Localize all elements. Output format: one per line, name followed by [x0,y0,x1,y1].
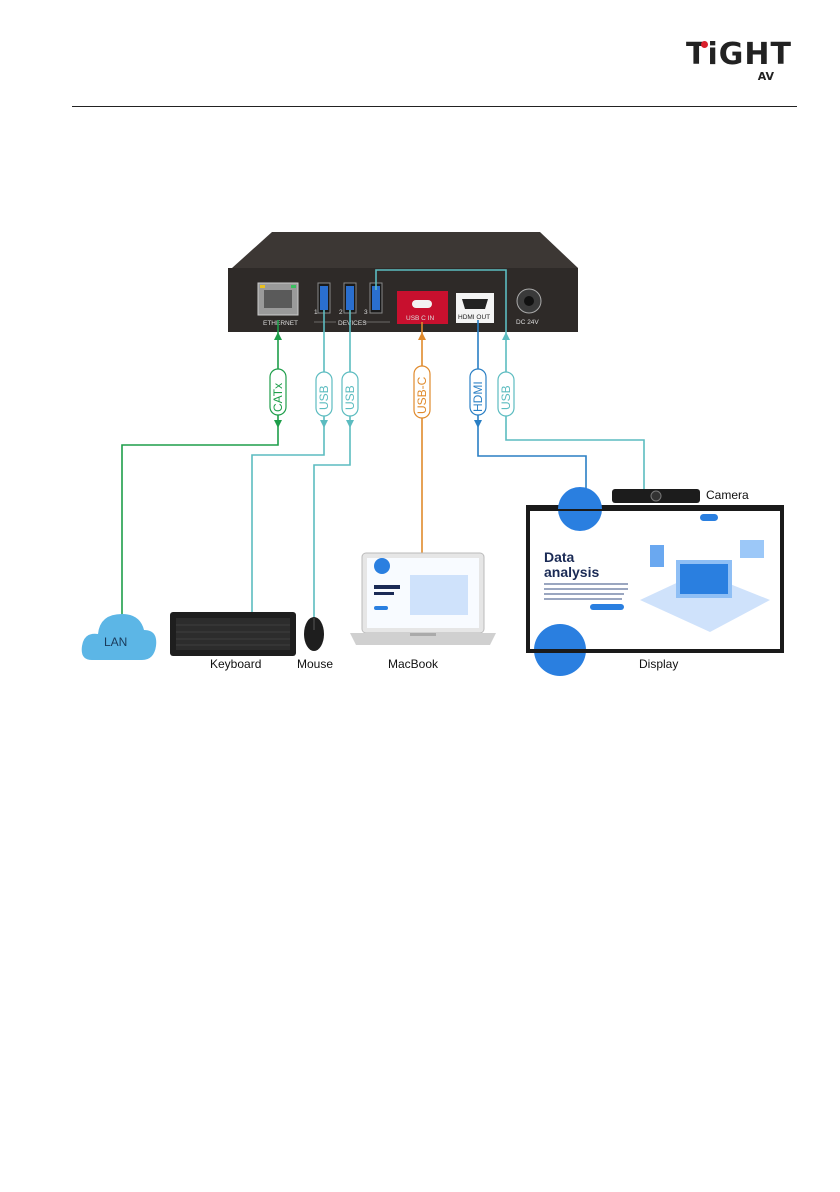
endpoint-label-display: Display [639,657,678,671]
cable-label-usb-keyboard: USB [317,385,331,410]
port-label-usbc: USB C IN [406,315,434,322]
port-label-hdmi: HDMI OUT [458,314,490,321]
usbc-port [412,300,432,308]
cable-catx [122,320,278,618]
usb-port-1-insert [320,286,328,310]
display-headline-2: analysis [544,564,599,580]
cable-label-hdmi: HDMI [471,381,485,412]
endpoint-label-lan: LAN [104,635,127,649]
display-bezel-top-inner [530,509,780,511]
display: Data analysis [526,487,784,676]
macbook-notch [410,633,436,636]
ethernet-jack [264,290,292,308]
arrow-usb-mouse [346,420,354,428]
endpoint-label-camera: Camera [706,488,749,502]
usb-port-2-insert [346,286,354,310]
display-bezel-bottom [526,649,784,653]
arrow-hdmi [474,420,482,428]
endpoint-label-macbook: MacBook [388,657,439,671]
port-label-usb2: 2 [339,309,343,316]
port-label-usb1: 1 [314,309,318,316]
arrow-catx-top [274,332,282,340]
port-label-dc: DC 24V [516,319,539,326]
port-label-devices: DEVICES [338,320,367,327]
display-cta-button [590,604,624,610]
macbook-screen-subline [374,592,394,595]
display-illustration-card [740,540,764,558]
cable-hdmi [478,320,586,505]
arrow-usb-camera [502,332,510,340]
cable-usb-mouse [314,310,350,618]
dc-power-pin [524,296,534,306]
display-headline-1: Data [544,549,575,565]
cable-label-catx: CATx [271,383,285,412]
keyboard: Keyboard [170,612,296,671]
arrow-usb-keyboard [320,420,328,428]
cable-label-usb-camera: USB [499,385,513,410]
hdmi-port [462,299,488,309]
mouse: Mouse [297,617,333,671]
camera-lens [651,491,661,501]
display-nav-pill [700,514,718,521]
endpoint-label-mouse: Mouse [297,657,333,671]
arrow-catx-bottom [274,420,282,428]
ethernet-led-amber [260,285,265,288]
arrow-usbc [418,332,426,340]
macbook: MacBook [350,553,496,671]
cable-label-usb-mouse: USB [343,385,357,410]
macbook-screen-headline [374,585,400,589]
device-top [232,232,578,268]
macbook-screen-blob [374,558,390,574]
cable-label-usbc: USB-C [415,376,429,414]
display-illustration-panel [650,545,664,567]
macbook-screen-button [374,606,388,610]
ethernet-led-green [291,285,296,288]
endpoint-label-keyboard: Keyboard [210,657,261,671]
macbook-screen-illustration [410,575,468,615]
camera: Camera [612,488,749,503]
display-illustration-screen [680,564,728,594]
cable-labels: CATx USB USB USB-C HDMI USB [270,366,514,418]
port-label-ethernet: ETHERNET [263,320,298,327]
extender-device: ETHERNET 1 2 3 DEVICES USB C IN HDMI OUT… [228,232,578,332]
port-label-usb3: 3 [364,309,368,316]
lan-cloud: LAN [82,614,157,660]
